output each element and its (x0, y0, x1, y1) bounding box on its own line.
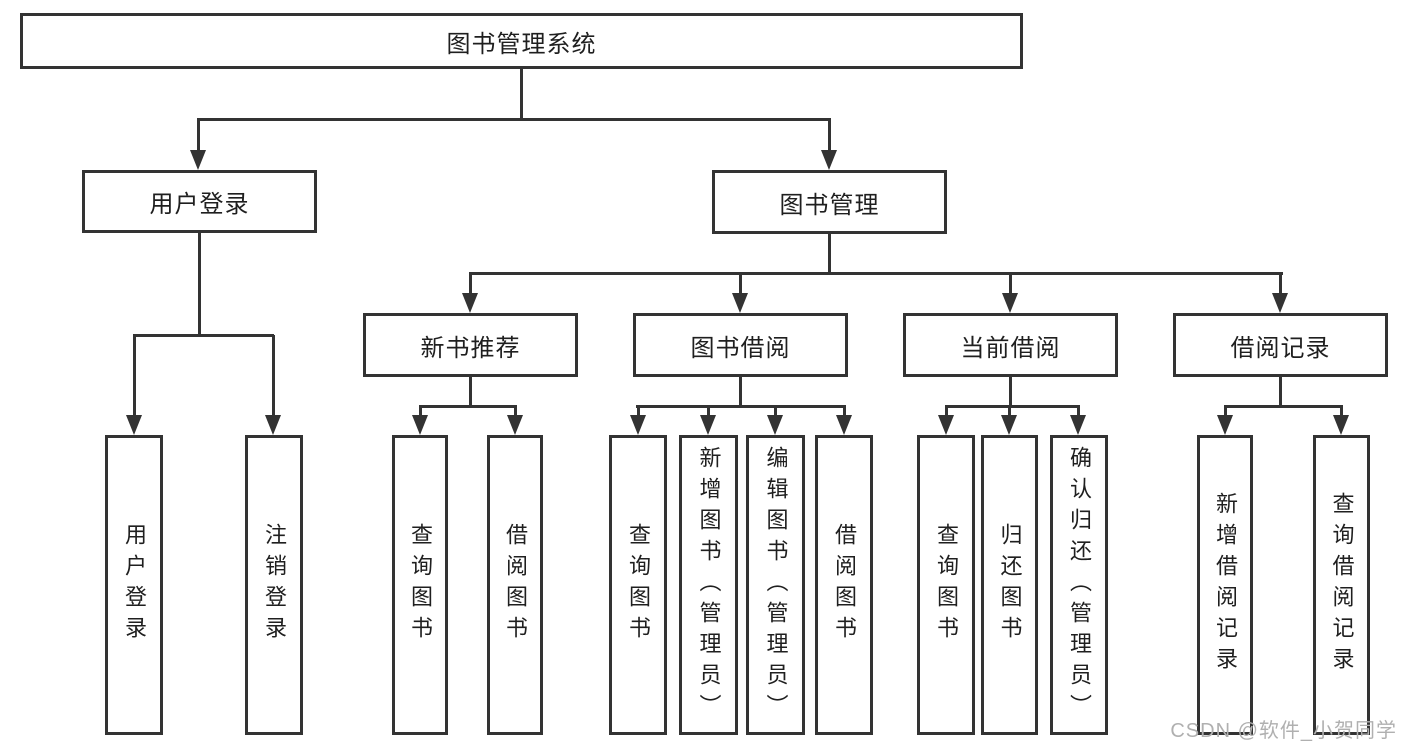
connector-split-current-borrow (945, 405, 1080, 408)
node-borrow-records: 借阅记录 (1173, 313, 1388, 377)
arrow-down-icon (126, 415, 142, 435)
arrow-down-icon (1002, 293, 1018, 313)
leaf-edit-book-admin: 编辑图书（管理员） (746, 435, 805, 735)
leaf-add-book-admin: 新增图书（管理员） (679, 435, 738, 735)
arrow-down-icon (265, 415, 281, 435)
connector (1224, 405, 1227, 419)
leaf-query-books-borrow: 查询图书 (609, 435, 667, 735)
connector-split-borrow-records (1224, 405, 1343, 408)
connector (514, 405, 517, 419)
connector (1009, 377, 1012, 408)
connector-root-drop (520, 69, 523, 121)
connector (1077, 405, 1080, 419)
connector-branch-level2 (469, 272, 1283, 275)
connector (945, 405, 948, 419)
leaf-return-book: 归还图书 (981, 435, 1038, 735)
leaf-label: 查询图书 (626, 523, 651, 647)
leaf-user-login: 用户登录 (105, 435, 163, 735)
connector-drop-book-mgmt (828, 118, 831, 153)
leaf-label: 编辑图书（管理员） (763, 445, 789, 725)
leaf-label: 借阅图书 (503, 523, 528, 647)
arrow-down-icon (1217, 415, 1233, 435)
connector-split-book-borrow (636, 405, 846, 408)
node-root: 图书管理系统 (20, 13, 1023, 69)
arrow-down-icon (836, 415, 852, 435)
leaf-label: 确认归还（管理员） (1067, 445, 1092, 725)
connector (133, 335, 136, 417)
leaf-label: 新增借阅记录 (1213, 492, 1238, 678)
connector-drop-user-login (197, 118, 200, 153)
connector (774, 405, 777, 419)
connector (843, 405, 846, 419)
node-book-borrow: 图书借阅 (633, 313, 848, 377)
watermark: CSDN @软件_小贺同学 (1170, 720, 1397, 742)
arrow-down-icon (732, 293, 748, 313)
connector (1008, 405, 1011, 419)
arrow-down-icon (1070, 415, 1086, 435)
node-new-book-recommend: 新书推荐 (363, 313, 578, 377)
connector (739, 377, 742, 408)
leaf-label: 查询图书 (408, 523, 433, 647)
connector (419, 405, 422, 419)
leaf-borrow-books-recommend: 借阅图书 (487, 435, 543, 735)
leaf-label: 借阅图书 (832, 523, 857, 647)
leaf-query-borrow-record: 查询借阅记录 (1313, 435, 1370, 735)
connector-user-login-drop (198, 233, 201, 337)
leaf-confirm-return-admin: 确认归还（管理员） (1050, 435, 1108, 735)
leaf-label: 新增图书（管理员） (696, 445, 722, 725)
connector (637, 405, 640, 419)
leaf-borrow-books: 借阅图书 (815, 435, 873, 735)
connector (469, 377, 472, 408)
arrow-down-icon (462, 293, 478, 313)
arrow-down-icon (767, 415, 783, 435)
leaf-query-books-recommend: 查询图书 (392, 435, 448, 735)
leaf-logout: 注销登录 (245, 435, 303, 735)
connector (707, 405, 710, 419)
connector (739, 272, 742, 296)
connector (1009, 272, 1012, 296)
leaf-label: 查询借阅记录 (1329, 492, 1355, 678)
arrow-down-icon (938, 415, 954, 435)
leaf-query-books-current: 查询图书 (917, 435, 975, 735)
connector (1279, 272, 1282, 296)
connector-branch-level1 (197, 118, 831, 121)
arrow-down-icon (412, 415, 428, 435)
leaf-label: 归还图书 (997, 523, 1023, 647)
arrow-down-icon (1333, 415, 1349, 435)
leaf-label: 用户登录 (122, 523, 147, 647)
leaf-label: 注销登录 (262, 523, 287, 647)
arrow-down-icon (507, 415, 523, 435)
leaf-label: 查询图书 (934, 523, 959, 647)
connector (469, 272, 472, 296)
connector (1340, 405, 1343, 419)
connector-split-new-book (419, 405, 517, 408)
arrow-down-icon (1001, 415, 1017, 435)
connector-split-user-login (133, 334, 274, 337)
node-current-borrow: 当前借阅 (903, 313, 1118, 377)
arrow-down-icon (821, 150, 837, 170)
connector (272, 335, 275, 417)
node-book-management: 图书管理 (712, 170, 947, 234)
arrow-down-icon (630, 415, 646, 435)
arrow-down-icon (700, 415, 716, 435)
connector-book-mgmt-drop (828, 234, 831, 275)
leaf-add-borrow-record: 新增借阅记录 (1197, 435, 1253, 735)
arrow-down-icon (1272, 293, 1288, 313)
connector (1279, 377, 1282, 408)
node-user-login: 用户登录 (82, 170, 317, 233)
arrow-down-icon (190, 150, 206, 170)
